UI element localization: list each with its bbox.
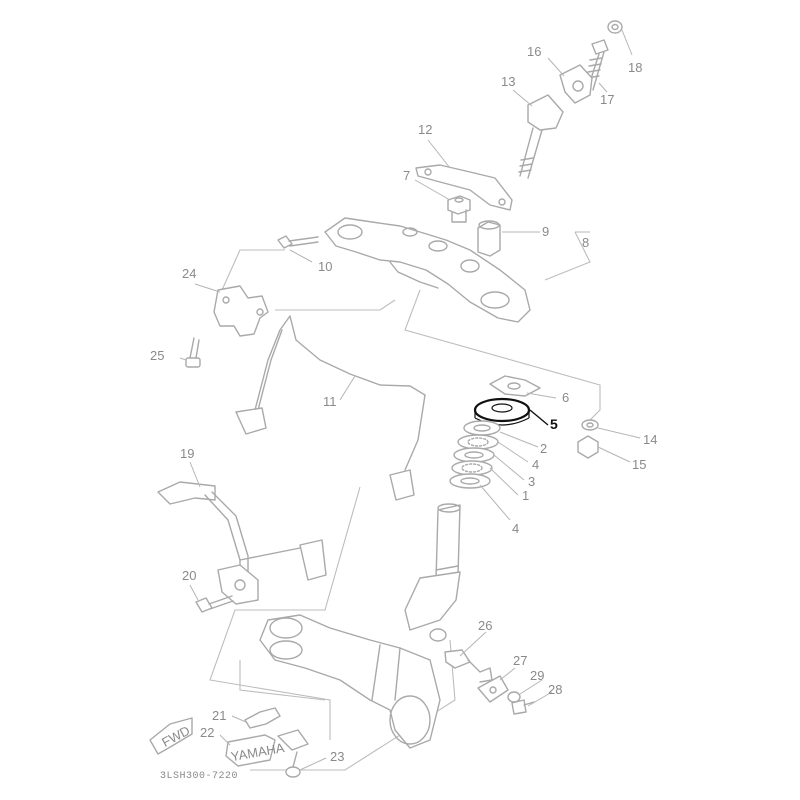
label-26: 26	[478, 618, 492, 633]
label-25: 25	[150, 348, 164, 363]
leader-lines	[179, 29, 641, 771]
diagram-code: 3LSH300-7220	[160, 771, 238, 782]
part-24-bracket	[213, 285, 269, 337]
part-20-bolt	[195, 595, 234, 613]
label-12: 12	[418, 122, 432, 137]
part-8-upper-bracket	[324, 217, 531, 323]
part-13-handlebar-holder	[518, 94, 564, 179]
bearing-stack	[449, 420, 501, 489]
part-18-cap-nut	[607, 20, 623, 34]
label-3: 3	[528, 474, 535, 489]
fwd-text: FWD	[159, 723, 192, 750]
label-8: 8	[582, 235, 589, 250]
steering-stem-under-bracket	[259, 503, 461, 749]
label-7: 7	[403, 168, 410, 183]
label-20: 20	[182, 568, 196, 583]
label-9: 9	[542, 224, 549, 239]
label-24: 24	[182, 266, 196, 281]
part-7-stem-nut	[447, 195, 471, 223]
label-16: 16	[527, 44, 541, 59]
part-6-washer	[489, 375, 541, 397]
label-29: 29	[530, 668, 544, 683]
label-22: 22	[200, 725, 214, 740]
part-21-clip	[244, 707, 281, 729]
part-11-cable	[235, 315, 426, 501]
part-28-bolt	[511, 699, 535, 715]
label-10: 10	[318, 259, 332, 274]
label-21: 21	[212, 708, 226, 723]
label-11: 11	[323, 394, 337, 409]
label-14: 14	[643, 432, 657, 447]
label-6: 6	[562, 390, 569, 405]
part-10-bolt	[277, 235, 319, 249]
part-5-ring-nut-highlighted	[473, 397, 531, 426]
label-5: 5	[550, 416, 558, 432]
part-labels: 18 17 16 13 12 7 9 8 10 24 25 11 6 5 2 4…	[150, 44, 657, 764]
part-27-holder	[477, 675, 509, 703]
label-19: 19	[180, 446, 194, 461]
part-26-fitting	[444, 649, 493, 683]
part-19-stay	[157, 481, 327, 605]
part-29-washer	[507, 691, 521, 703]
label-17: 17	[600, 92, 614, 107]
part-15-nut	[577, 435, 599, 459]
part-22-emblem: FWD YAMAHA	[149, 717, 309, 767]
label-28: 28	[548, 682, 562, 697]
part-12-bracket-plate	[415, 164, 513, 211]
label-23: 23	[330, 749, 344, 764]
label-4a: 4	[532, 457, 539, 472]
label-15: 15	[632, 457, 646, 472]
label-13: 13	[501, 74, 515, 89]
part-23-screw	[285, 751, 301, 778]
label-1: 1	[522, 488, 529, 503]
part-14-washer	[581, 419, 599, 431]
part-25-screw	[185, 337, 201, 368]
label-2: 2	[540, 441, 547, 456]
label-4b: 4	[512, 521, 519, 536]
label-27: 27	[513, 653, 527, 668]
label-18: 18	[628, 60, 642, 75]
part-16-clamp	[559, 64, 593, 104]
part-9-damper	[477, 220, 501, 257]
